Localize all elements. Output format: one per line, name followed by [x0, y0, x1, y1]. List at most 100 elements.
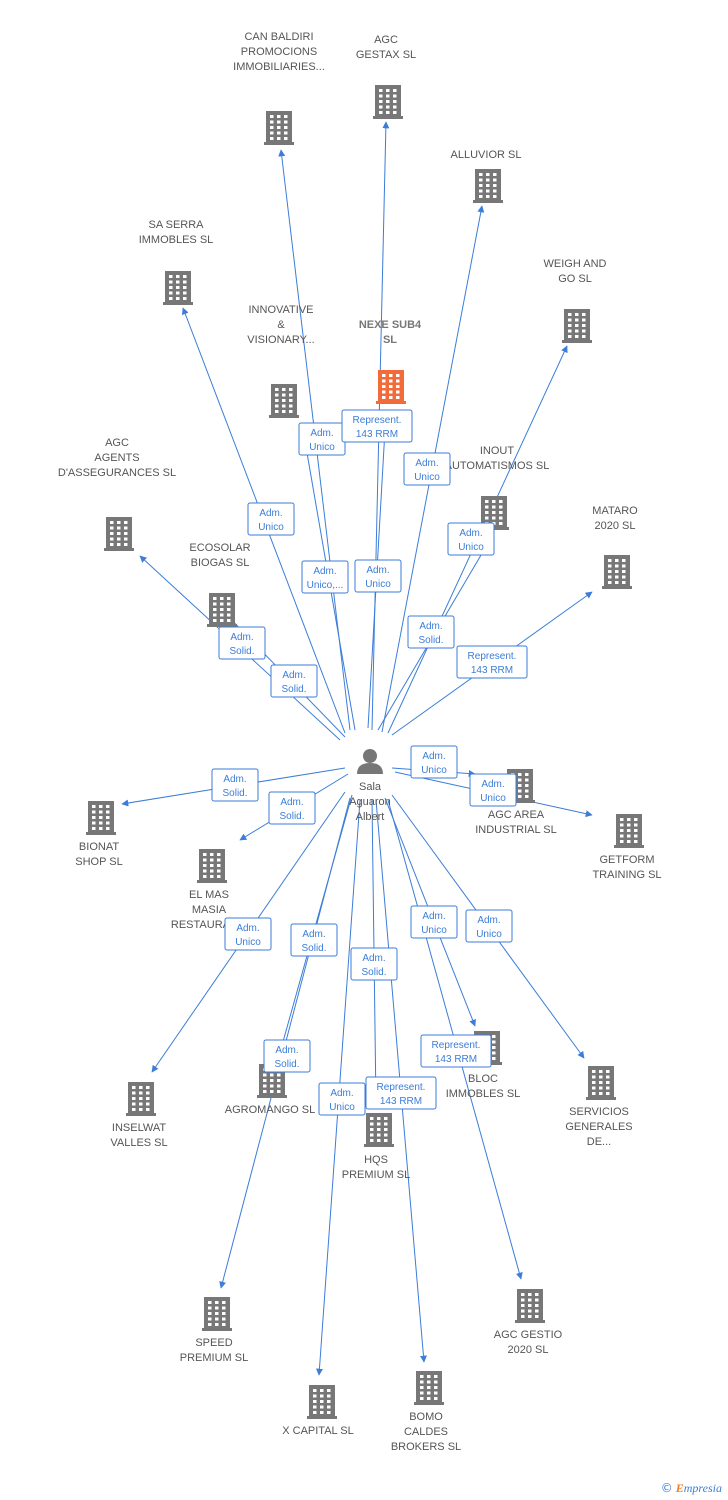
- edge-label-ecosolar[interactable]: Adm.Solid.: [270, 664, 318, 698]
- building-icon-hqs[interactable]: [364, 1113, 394, 1147]
- node-label-agc-area: AGC AREA: [488, 809, 545, 821]
- edge-label-text: Unico: [421, 765, 447, 776]
- node-label-weigh-and-go: WEIGH AND: [544, 258, 607, 270]
- building-icon-agc-agents[interactable]: [104, 517, 134, 551]
- edge-label-bloc[interactable]: Adm.Unico: [410, 905, 458, 939]
- node-label-agc-area: INDUSTRIAL SL: [475, 824, 557, 836]
- building-icon-alluvior[interactable]: [473, 169, 503, 203]
- edge-label-servicios[interactable]: Adm.Unico: [465, 909, 513, 943]
- node-label-nexe-sub4: SL: [383, 334, 397, 346]
- edge-label-getform[interactable]: Adm. Unico: [469, 773, 517, 807]
- edge-label-text: Adm.: [310, 428, 333, 439]
- edge-label-weigh-and-go[interactable]: Adm.Unico: [447, 522, 495, 556]
- building-icon-sa-serra[interactable]: [163, 271, 193, 305]
- edge-label-agc-area[interactable]: Adm.Unico: [410, 745, 458, 779]
- node-label-weigh-and-go: GO SL: [558, 273, 592, 285]
- edge-label-text: Solid.: [229, 646, 254, 657]
- edge-label-bomo[interactable]: Represent.143 RRM: [365, 1076, 437, 1110]
- node-label-bomo: BOMO: [409, 1411, 443, 1423]
- node-label-innovative: INNOVATIVE: [249, 304, 314, 316]
- edge-label-text: Unico: [365, 579, 391, 590]
- edge-label-text: Adm.: [362, 953, 385, 964]
- building-icon-el-mas[interactable]: [197, 849, 227, 883]
- edge-label-agc-gestax[interactable]: Adm.Unico: [354, 559, 402, 593]
- building-icon-can-baldiri[interactable]: [264, 111, 294, 145]
- building-icon-mataro[interactable]: [602, 555, 632, 589]
- person-name: Sala: [359, 781, 382, 793]
- edge-label-text: Adm.: [223, 774, 246, 785]
- edge-label-text: Adm.: [313, 566, 336, 577]
- edge-label-text: Unico: [421, 925, 447, 936]
- brand-footer: © Empresia: [661, 1481, 722, 1496]
- edge-label-text: Solid.: [222, 788, 247, 799]
- edge-label-speed[interactable]: Adm.Solid.: [263, 1039, 311, 1073]
- edge-label-alluvior[interactable]: Adm. Solid.: [407, 615, 455, 649]
- edge-label-hqs[interactable]: Adm. Solid.: [350, 947, 398, 981]
- node-label-hqs: PREMIUM SL: [342, 1169, 410, 1181]
- edge-label-innovative[interactable]: Adm. Unico,...: [301, 560, 349, 594]
- node-label-inout: INOUT: [480, 445, 515, 457]
- node-label-can-baldiri: IMMOBILIARIES...: [233, 61, 325, 73]
- edge-label-can-baldiri[interactable]: Adm.Unico: [298, 422, 346, 456]
- building-icon-x-capital[interactable]: [307, 1385, 337, 1419]
- node-label-agc-gestio: AGC GESTIO: [494, 1329, 563, 1341]
- node-label-agc-gestio: 2020 SL: [508, 1344, 549, 1356]
- edge-label-nexe-sub4[interactable]: Represent. 143 RRM: [341, 409, 413, 443]
- edge-label-text: Solid.: [361, 967, 386, 978]
- building-icon-nexe-sub4[interactable]: [376, 370, 406, 404]
- node-label-bloc: IMMOBLES SL: [446, 1088, 521, 1100]
- node-label-inselwat: INSELWAT: [112, 1122, 166, 1134]
- person-icon[interactable]: [357, 749, 383, 774]
- edge-label-text: 143 RRM: [471, 665, 513, 676]
- edge-label-text: Unico: [480, 793, 506, 804]
- edge-label-text: Unico: [329, 1102, 355, 1113]
- building-icon-weigh-and-go[interactable]: [562, 309, 592, 343]
- building-icon-bionat[interactable]: [86, 801, 116, 835]
- edge-label-text: Unico,...: [307, 580, 344, 591]
- building-icon-agc-gestio[interactable]: [515, 1289, 545, 1323]
- node-label-can-baldiri: PROMOCIONS: [241, 46, 317, 58]
- edge-label-mataro[interactable]: Represent. 143 RRM: [456, 645, 528, 679]
- edge-label-agc-agents[interactable]: Adm.Solid.: [218, 626, 266, 660]
- node-label-mataro: MATARO: [592, 505, 638, 517]
- node-label-hqs: HQS: [364, 1154, 388, 1166]
- brand-initial: E: [675, 1481, 684, 1495]
- edge-label-text: Adm.: [481, 779, 504, 790]
- edge-label-bionat[interactable]: Adm. Solid.: [211, 768, 259, 802]
- building-icon-agc-gestax[interactable]: [373, 85, 403, 119]
- node-label-el-mas: EL MAS: [189, 889, 229, 901]
- building-icon-speed[interactable]: [202, 1297, 232, 1331]
- edge-label-inout[interactable]: Adm.Unico: [403, 452, 451, 486]
- node-label-agc-agents: AGENTS: [94, 452, 139, 464]
- edge-label-text: Adm.: [419, 621, 442, 632]
- edge-label-text: Solid.: [418, 635, 443, 646]
- node-label-sa-serra: SA SERRA: [148, 219, 204, 231]
- edge-label-text: Represent.: [432, 1040, 481, 1051]
- node-label-sa-serra: IMMOBLES SL: [139, 234, 214, 246]
- edge-label-agromango[interactable]: Adm.Solid.: [290, 923, 338, 957]
- edge-label-el-mas[interactable]: Adm.Solid.: [268, 791, 316, 825]
- building-icon-innovative[interactable]: [269, 384, 299, 418]
- edge-label-text: Unico: [458, 542, 484, 553]
- edge-label-text: Represent.: [468, 651, 517, 662]
- edge-label-text: Unico: [414, 472, 440, 483]
- edge-label-text: Adm.: [477, 915, 500, 926]
- node-label-agc-gestax: GESTAX SL: [356, 49, 416, 61]
- edge-label-sa-serra[interactable]: Adm.Unico: [247, 502, 295, 536]
- building-icon-inselwat[interactable]: [126, 1082, 156, 1116]
- building-icon-ecosolar[interactable]: [207, 593, 237, 627]
- edge-label-text: 143 RRM: [380, 1096, 422, 1107]
- edge-label-text: 143 RRM: [356, 429, 398, 440]
- building-icon-getform[interactable]: [614, 814, 644, 848]
- node-label-bionat: BIONAT: [79, 841, 119, 853]
- edge-label-text: Adm.: [236, 923, 259, 934]
- edge-label-text: Adm.: [330, 1088, 353, 1099]
- brand-name: mpresia: [683, 1481, 722, 1495]
- edge-label-agc-gestio[interactable]: Represent.143 RRM: [420, 1034, 492, 1068]
- node-label-innovative: &: [277, 319, 285, 331]
- edge-label-inselwat[interactable]: Adm.Unico: [224, 917, 272, 951]
- edge-label-text: Represent.: [353, 415, 402, 426]
- building-icon-servicios[interactable]: [586, 1066, 616, 1100]
- building-icon-bomo[interactable]: [414, 1371, 444, 1405]
- edge-label-x-capital[interactable]: Adm. Unico: [318, 1082, 366, 1116]
